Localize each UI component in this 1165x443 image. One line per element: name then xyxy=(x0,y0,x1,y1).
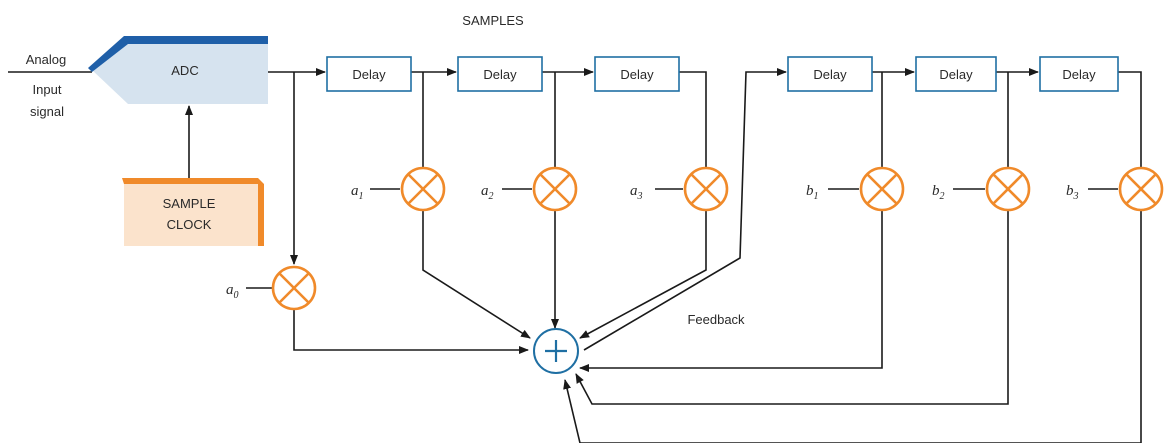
clock-label-line1: SAMPLE xyxy=(163,196,216,211)
delay-3-label: Delay xyxy=(620,67,654,82)
coef-a2: a2 xyxy=(481,183,494,202)
delay-3: Delay xyxy=(594,56,680,92)
multiplier-a0: a0 xyxy=(226,265,317,311)
adc-block: ADC xyxy=(88,36,268,104)
delay-4: Delay xyxy=(787,56,873,92)
adder xyxy=(533,328,579,374)
delay-4-label: Delay xyxy=(813,67,847,82)
multiplier-b3: b3 xyxy=(1066,166,1164,212)
sample-clock-block: SAMPLE CLOCK xyxy=(122,105,264,246)
coef-a1: a1 xyxy=(351,183,364,202)
delay-1: Delay xyxy=(326,56,412,92)
feedback-label: Feedback xyxy=(687,312,745,327)
coef-a0: a0 xyxy=(226,282,239,301)
multiplier-a2: a2 xyxy=(481,166,578,212)
input-signal: Analog Input signal xyxy=(8,52,92,119)
adc-label: ADC xyxy=(171,63,198,78)
multiplier-a3: a3 xyxy=(630,166,729,212)
delay-6-label: Delay xyxy=(1062,67,1096,82)
delay-5-label: Delay xyxy=(939,67,973,82)
coef-b1: b1 xyxy=(806,183,819,202)
input-label-line1: Analog xyxy=(26,52,66,67)
delay-6: Delay xyxy=(1039,56,1119,92)
delay-5: Delay xyxy=(915,56,997,92)
signal-wires xyxy=(268,68,1142,443)
coef-a3: a3 xyxy=(630,183,643,202)
coef-b2: b2 xyxy=(932,183,945,202)
multiplier-b2: b2 xyxy=(932,166,1031,212)
clock-label-line2: CLOCK xyxy=(167,217,212,232)
delay-2-label: Delay xyxy=(483,67,517,82)
multiplier-b1: b1 xyxy=(806,166,905,212)
input-label-line3: signal xyxy=(30,104,64,119)
multiplier-a1: a1 xyxy=(351,166,446,212)
delay-2: Delay xyxy=(457,56,543,92)
coef-b3: b3 xyxy=(1066,183,1079,202)
input-label-line2: Input xyxy=(33,82,62,97)
delay-1-label: Delay xyxy=(352,67,386,82)
samples-title: SAMPLES xyxy=(462,13,524,28)
